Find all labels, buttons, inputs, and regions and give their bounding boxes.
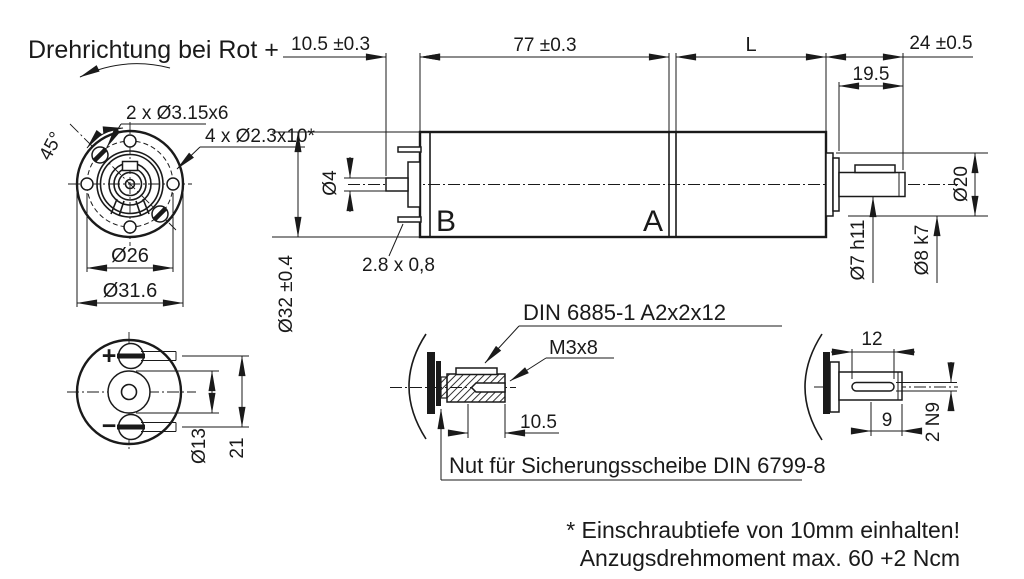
screw-slot-icon [152, 206, 168, 222]
keyway-slot [851, 381, 895, 392]
angle-dimension-label: 45° [35, 129, 67, 164]
leader-arrow [176, 146, 201, 170]
key-detail-view: DIN 6885-1 A2x2x12 M3x8 10.5 Nut für Sic… [390, 300, 826, 481]
hub-circle [107, 370, 151, 414]
terminal-plus-blade [117, 353, 145, 359]
keyway-detail-view: 12 9 2 N9 [804, 329, 958, 442]
mounting-hole-top [123, 134, 137, 148]
rear-face-circle [75, 338, 183, 446]
key-section [455, 367, 498, 376]
rear-shaft-length-label: 10.5 ±0.3 [291, 34, 370, 55]
boss-inner-circle [99, 153, 161, 215]
terminal-minus-blade [117, 424, 145, 430]
shaft-circle [117, 171, 143, 197]
terminal-size-label: 2.8 x 0,8 [362, 255, 435, 276]
terminal-tab-top [397, 146, 422, 153]
hub-hole-circle [120, 383, 138, 401]
front-length-label: 24 ±0.5 [909, 33, 972, 54]
rear-shaft-dia-label: Ø4 [320, 170, 341, 196]
terminal-pitch-label: 21 [227, 437, 248, 458]
front-flange-plate [825, 152, 834, 217]
plus-symbol: + [102, 342, 117, 370]
section-label-b: B [436, 205, 456, 238]
shaft-dia-label: Ø7 h11 [848, 220, 869, 281]
shaft-length-label: 19.5 [853, 64, 890, 85]
mounting-hole-bottom [123, 220, 137, 234]
housing-outer-circle [75, 129, 185, 239]
side-view: B A 10.5 ±0.3 77 ±0.3 L 24 ±0.5 19.5 [272, 33, 988, 333]
keyway-front [121, 160, 139, 172]
terminal-minus-tab [141, 422, 177, 432]
front-flange-step [832, 157, 840, 212]
front-view: 45° 2 x Ø3.15x6 4 x Ø2.3x10* Ø26 Ø31.6 [35, 103, 315, 307]
key-standard-label: DIN 6885-1 A2x2x12 [523, 300, 726, 325]
flange-dia-label: Ø20 [951, 166, 972, 202]
shaft-key [854, 164, 896, 174]
outer-dia-dimension-label: Ø31.6 [103, 280, 157, 302]
housing-dome [408, 333, 427, 440]
motor-length-label: 77 ±0.3 [513, 35, 576, 56]
housing-dome [804, 333, 823, 441]
screw-spec-label: 2 x Ø3.15x6 [126, 103, 228, 124]
shaft-fit-label: Ø8 k7 [912, 225, 933, 276]
body-dia-label: Ø32 ±0.4 [276, 255, 297, 333]
front-shaft [838, 171, 906, 198]
face-plate-step [829, 361, 840, 413]
rear-boss [407, 161, 421, 208]
tapped-hole [470, 382, 506, 393]
footnote-line2: Anzugsdrehmoment max. 60 +2 Ncm [580, 545, 960, 571]
hole-spec-label: 4 x Ø2.3x10* [205, 126, 315, 147]
leader-arrow [509, 357, 547, 382]
leader-arrow [106, 123, 122, 148]
terminal-tab-bottom [397, 216, 422, 223]
terminal-view: + − Ø13 21 [67, 332, 249, 464]
keyway-length-label: 9 [882, 410, 893, 431]
terminal-leader [388, 223, 404, 257]
keyway-width-label: 2 N9 [923, 402, 944, 442]
retaining-ring-groove [440, 376, 448, 399]
rotation-direction-label: Drehrichtung bei Rot + [28, 36, 279, 64]
boss-circle [96, 150, 164, 218]
thread-depth-label: 10.5 [520, 412, 557, 433]
hub-dia-label: Ø13 [189, 428, 210, 464]
leader-arrow [484, 325, 520, 364]
bracket-legs [110, 198, 150, 217]
footnote-line1: * Einschraubtiefe von 10mm einhalten! [566, 517, 960, 543]
section-label-a: A [643, 205, 663, 238]
rotation-arrow-icon [79, 63, 171, 78]
rotation-direction-note: Drehrichtung bei Rot + [28, 36, 279, 78]
rear-shaft [385, 177, 409, 192]
center-hole-circle [124, 178, 136, 190]
gearbox-length-label: L [745, 34, 756, 56]
mounting-hole-right [166, 177, 180, 191]
face-plate [427, 352, 435, 414]
face-plate-step [436, 361, 441, 406]
bolt-circle-dimension-label: Ø26 [111, 245, 149, 267]
screw-slot-icon [92, 147, 108, 163]
minus-symbol: − [102, 412, 117, 440]
groove-note-label: Nut für Sicherungsscheibe DIN 6799-8 [449, 453, 826, 478]
face-plate [823, 352, 830, 414]
key-length-label: 12 [861, 329, 882, 350]
thread-label: M3x8 [549, 337, 598, 359]
mounting-hole-left [80, 177, 94, 191]
terminal-plus-tab [141, 351, 177, 361]
footnotes: * Einschraubtiefe von 10mm einhalten! An… [566, 517, 960, 571]
